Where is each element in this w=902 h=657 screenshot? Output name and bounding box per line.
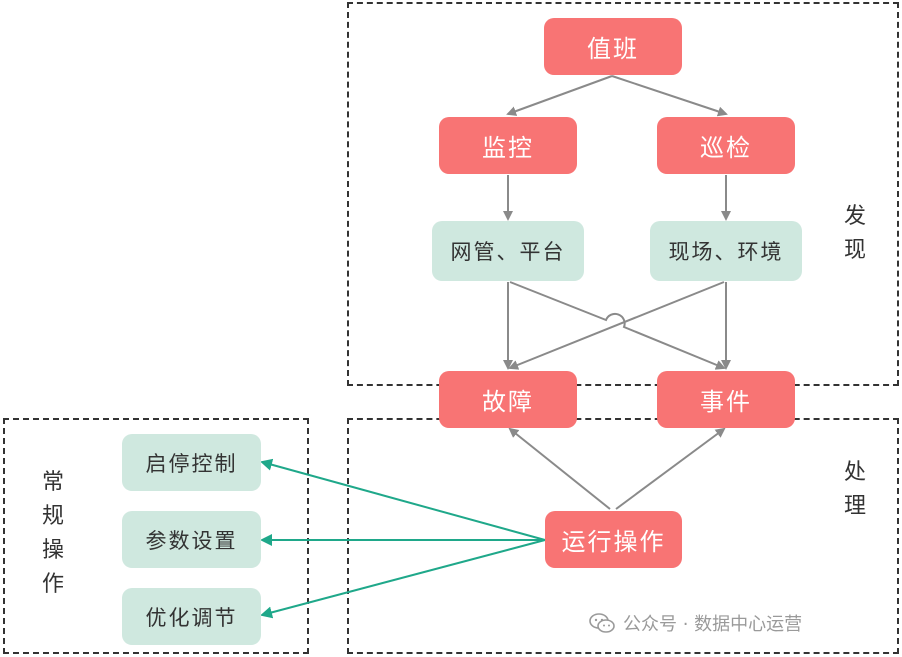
arrow-operation-to-event <box>615 427 726 510</box>
arrow-nms-to-event <box>509 281 726 370</box>
wechat-logo-icon <box>589 613 615 633</box>
node-nms-platform: 网管、平台 <box>432 221 584 281</box>
watermark-text: 公众号 · 数据中心运营 <box>623 614 803 635</box>
watermark: 公众号 · 数据中心运营 <box>589 610 802 636</box>
node-start-stop: 启停控制 <box>122 434 261 491</box>
handle-region-frame <box>347 418 899 654</box>
region-label-discover: 发现 <box>843 204 866 263</box>
node-optimize: 优化调节 <box>122 588 261 645</box>
node-event: 事件 <box>657 371 795 428</box>
region-label-handle: 处理 <box>843 460 866 519</box>
arrow-operation-to-optimize <box>260 539 546 619</box>
arrow-operation-to-start-stop <box>260 458 546 541</box>
arrow-duty-to-monitor <box>506 75 613 116</box>
node-fault: 故障 <box>439 371 577 428</box>
node-param-setting: 参数设置 <box>122 511 261 568</box>
node-inspect: 巡检 <box>657 117 795 174</box>
node-duty: 值班 <box>544 18 682 75</box>
arrow-operation-to-fault <box>508 427 611 510</box>
discover-region-frame <box>347 2 899 386</box>
routine-region-frame <box>3 418 309 654</box>
region-label-routine: 常规操作 <box>41 470 64 597</box>
node-operation: 运行操作 <box>545 511 682 568</box>
node-monitor: 监控 <box>439 117 577 174</box>
arrow-site-to-fault <box>508 281 725 370</box>
arrow-duty-to-inspect <box>611 75 728 117</box>
node-site-env: 现场、环境 <box>650 221 802 281</box>
